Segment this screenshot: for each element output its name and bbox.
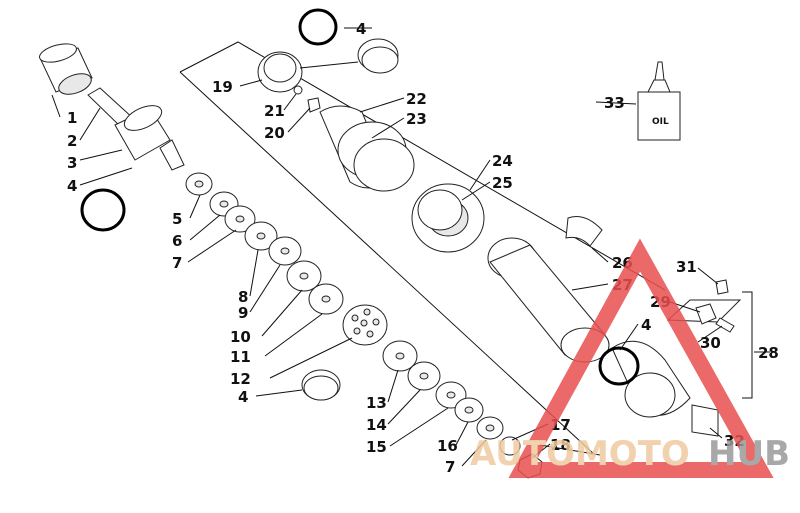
label-4-top: 4 [356,20,366,38]
label-31: 31 [676,258,697,276]
watermark-text-secondary: HUB [708,434,790,474]
label-3: 3 [67,154,77,172]
label-14: 14 [366,416,387,434]
label-12: 12 [230,370,251,388]
label-2: 2 [67,132,77,150]
label-20: 20 [264,124,285,142]
label-5: 5 [172,210,182,228]
label-24: 24 [492,152,513,170]
label-6: 6 [172,232,182,250]
part-shaft-eye [87,87,185,171]
frame-top-edge [179,41,666,291]
label-4-center: 4 [238,388,248,406]
watermark-text-primary: AUTOMOTO [470,434,690,474]
label-13: 13 [366,394,387,412]
part-bump-cap [39,43,93,95]
part-seal-rings [319,105,415,192]
label-7-upper: 7 [172,254,182,272]
part-lock-nut [411,183,485,253]
label-9: 9 [238,304,248,322]
label-30: 30 [700,334,721,352]
part-reservoir-body [611,340,719,437]
label-18: 18 [550,436,571,454]
part-schrader-valve [666,279,742,333]
label-1: 1 [67,109,77,127]
label-15: 15 [366,438,387,456]
label-8: 8 [238,288,248,306]
watermark-logo: AUTOMOTO HUB [470,238,790,478]
part-oil-bottle: OIL [637,61,681,141]
part-washer-stack [185,172,344,315]
label-21: 21 [264,102,285,120]
label-16: 16 [437,437,458,455]
part-o-ring-right [598,346,640,386]
part-o-ring-top [298,8,338,46]
label-11: 11 [230,348,251,366]
label-25: 25 [492,174,513,192]
part-o-ring-left [80,188,126,232]
part-band-center [301,369,341,401]
label-4-left: 4 [67,177,77,195]
label-23: 23 [406,110,427,128]
label-33: 33 [604,94,625,112]
part-piston [342,304,388,346]
part-washer-stack-lower [382,340,543,479]
frame-tail [539,444,601,456]
frame-bottom-edge [179,71,596,456]
label-22: 22 [406,90,427,108]
label-28: 28 [758,344,779,362]
label-4-right: 4 [641,316,651,334]
label-19: 19 [212,78,233,96]
label-7-lower: 7 [445,458,455,476]
part-band-top [357,38,399,74]
label-10: 10 [230,328,251,346]
oil-bottle-text: OIL [652,117,669,127]
leader-lines [51,27,770,467]
watermark-triangle [508,238,774,478]
